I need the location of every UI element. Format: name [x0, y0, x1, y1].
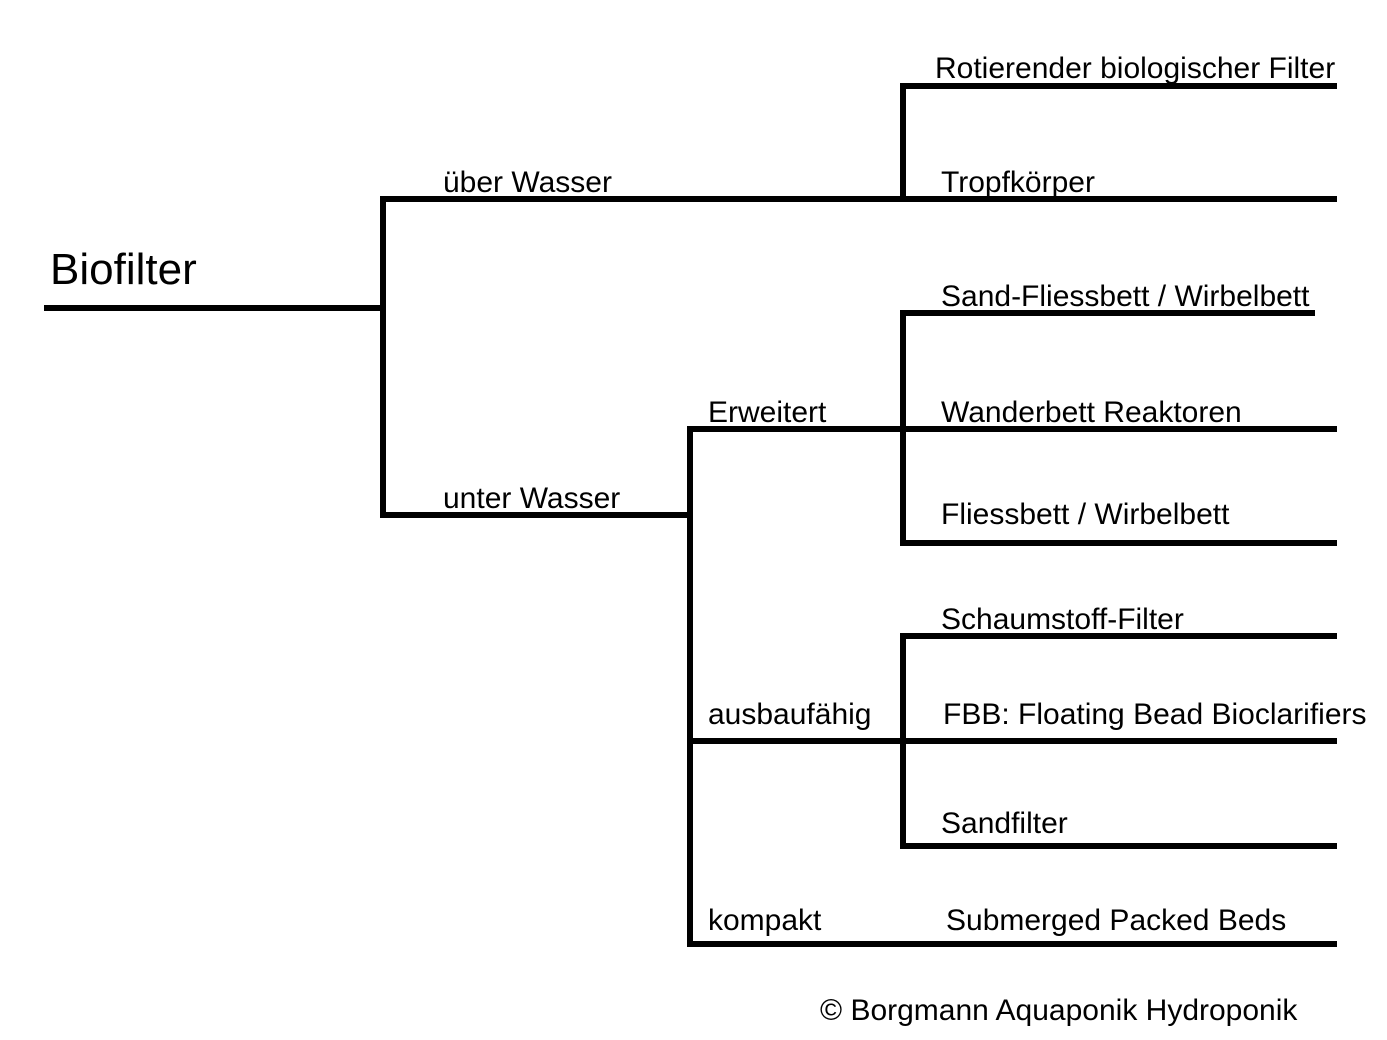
branch-line-ueber-wasser [380, 196, 903, 202]
leaf-line-rotierender-biologischer-filter [900, 83, 1337, 89]
leaf-line-submerged-packed-beds [687, 941, 1337, 947]
leaf-line-sand-fliessbett-wirbelbett [900, 310, 1315, 316]
leaf-label-submerged-packed-beds: Submerged Packed Beds [946, 904, 1287, 937]
erweitert-leaf-connector [900, 310, 906, 546]
group-line-ausbaufaehig [687, 738, 1337, 744]
group-label-erweitert: Erweitert [708, 396, 827, 429]
leaf-label-fliessbett-wirbelbett: Fliessbett / Wirbelbett [941, 498, 1230, 531]
branch-line-unter-wasser [380, 512, 693, 518]
group-label-kompakt: kompakt [708, 904, 822, 937]
ueber-wasser-leaf-connector [900, 83, 906, 202]
group-label-ausbaufaehig: ausbaufähig [708, 698, 872, 731]
leaf-label-sand-fliessbett-wirbelbett: Sand-Fliessbett / Wirbelbett [941, 280, 1310, 313]
leaf-line-tropfkoerper [900, 196, 1337, 202]
ausbaufaehig-leaf-connector [900, 633, 906, 845]
leaf-label-rotierender-biologischer-filter: Rotierender biologischer Filter [935, 52, 1336, 85]
leaf-label-sandfilter: Sandfilter [941, 807, 1068, 840]
credit-label: © Borgmann Aquaponik Hydroponik [820, 994, 1298, 1027]
root-underline [44, 305, 380, 311]
leaf-label-schaumstoff-filter: Schaumstoff-Filter [941, 603, 1184, 636]
leaf-label-fbb-floating-bead-bioclarifiers: FBB: Floating Bead Bioclarifiers [943, 698, 1367, 731]
group-line-erweitert [687, 426, 1337, 432]
leaf-line-schaumstoff-filter [900, 633, 1337, 639]
level1-connector [380, 196, 386, 518]
root-node-label: Biofilter [50, 245, 197, 294]
leaf-label-wanderbett-reaktoren: Wanderbett Reaktoren [941, 396, 1242, 429]
unter-wasser-group-connector [687, 426, 693, 944]
leaf-label-tropfkoerper: Tropfkörper [941, 166, 1095, 199]
branch-label-ueber-wasser: über Wasser [443, 166, 612, 199]
leaf-line-fliessbett-wirbelbett [900, 540, 1337, 546]
leaf-line-sandfilter [900, 843, 1337, 849]
branch-label-unter-wasser: unter Wasser [443, 482, 621, 515]
